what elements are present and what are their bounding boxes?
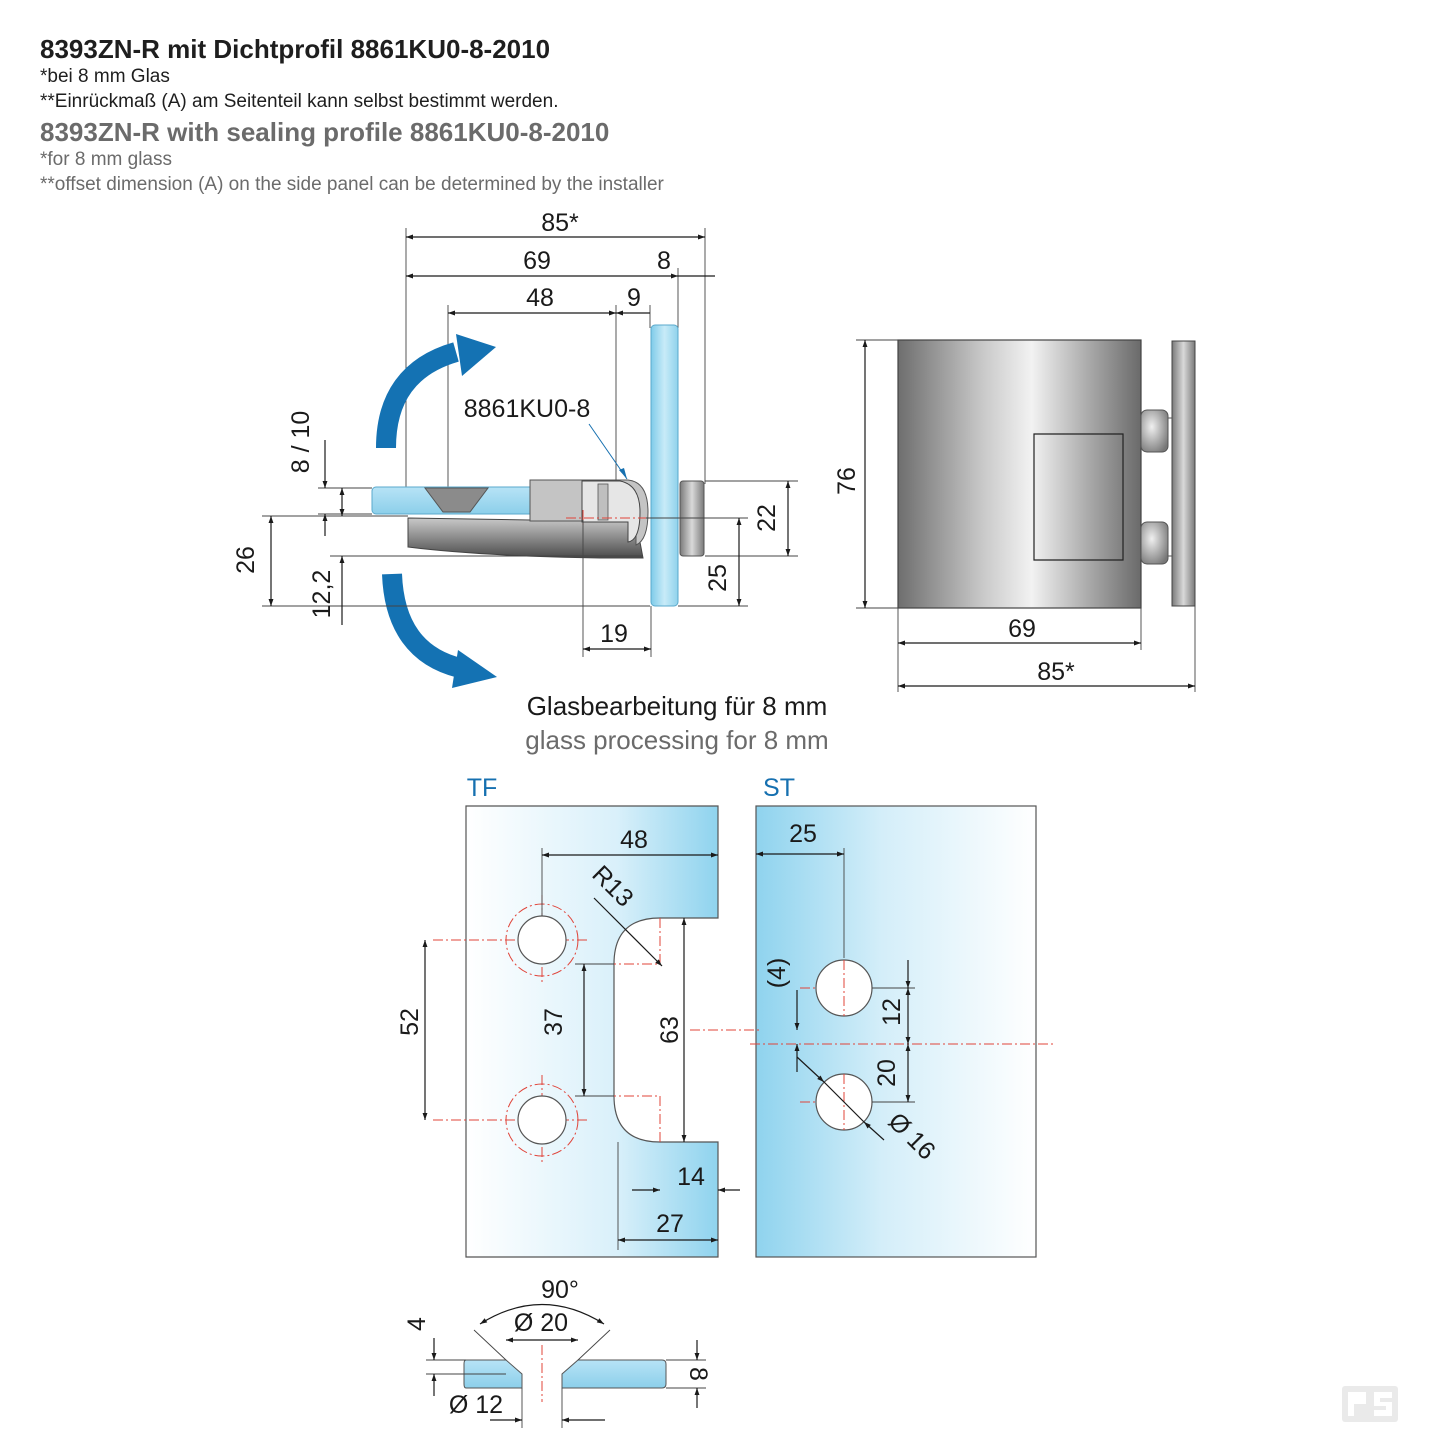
dim-4-paren: (4)	[763, 958, 791, 989]
countersink-glass-right	[561, 1359, 667, 1389]
st-panel: ST 25 (4) 12 20 Ø 16	[690, 774, 1056, 1258]
note-glass-de: *bei 8 mm Glas	[40, 66, 170, 87]
dim-14: 14	[677, 1163, 705, 1191]
side-hinge-body	[407, 517, 644, 559]
dim-25-side: 25	[704, 564, 732, 592]
dim-37: 37	[540, 1008, 568, 1036]
glass-processing-title-de: Glasbearbeitung für 8 mm	[527, 691, 828, 721]
dim-85-side: 85*	[541, 209, 579, 237]
dim-69-side: 69	[523, 247, 551, 275]
st-glass	[755, 805, 1037, 1258]
dim-48-side: 48	[526, 284, 554, 312]
tf-hole-bottom	[517, 1095, 567, 1145]
dim-st-25: 25	[789, 820, 817, 848]
side-glass-panel	[650, 324, 679, 607]
countersink-dia-20: Ø 20	[514, 1309, 568, 1337]
swing-arrow-up	[376, 342, 460, 449]
title-en: 8393ZN-R with sealing profile 8861KU0-8-…	[40, 117, 610, 147]
st-label: ST	[763, 774, 795, 802]
countersink-detail: 90° Ø 20 4 8 Ø 12	[403, 1276, 712, 1428]
countersink-dia-12: Ø 12	[449, 1391, 503, 1419]
side-view: 85* 69 8 48 9 8861KU0-8	[232, 209, 798, 688]
front-view: 76 69 85*	[833, 339, 1196, 692]
title-de: 8393ZN-R mit Dichtprofil 8861KU0-8-2010	[40, 34, 551, 64]
dim-9-side: 9	[627, 284, 641, 312]
hinge-body-front	[897, 339, 1142, 609]
dim-76: 76	[833, 467, 861, 495]
dim-8-side: 8	[657, 247, 671, 275]
dim-69-front: 69	[1008, 615, 1036, 643]
dim-22: 22	[753, 504, 781, 532]
countersink-angle: 90°	[541, 1276, 579, 1304]
dim-tf-48: 48	[620, 826, 648, 854]
glass-processing-title-en: glass processing for 8 mm	[525, 725, 828, 755]
glass-thickness-8: 8	[684, 1367, 712, 1381]
tf-hole-top	[517, 915, 567, 965]
note-offset-en: **offset dimension (A) on the side panel…	[40, 174, 664, 195]
dim-20: 20	[873, 1059, 901, 1087]
brand-logo	[1342, 1386, 1398, 1422]
sealing-profile-label: 8861KU0-8	[464, 395, 590, 423]
side-mount-plate	[679, 480, 705, 557]
dim-52: 52	[396, 1008, 424, 1036]
countersink-depth-4: 4	[403, 1317, 431, 1331]
dim-19: 19	[600, 620, 628, 648]
note-offset-de: **Einrückmaß (A) am Seitenteil kann selb…	[40, 91, 559, 112]
mount-plate-front	[1171, 340, 1196, 607]
dim-63: 63	[656, 1016, 684, 1044]
dim-26: 26	[232, 546, 260, 574]
dim-27: 27	[656, 1210, 684, 1238]
dim-12-2: 12,2	[308, 570, 336, 619]
tf-panel: TF 48 R13 52 37 63 14 27	[396, 774, 740, 1258]
dim-85-front: 85*	[1037, 658, 1075, 686]
note-glass-en: *for 8 mm glass	[40, 149, 172, 170]
swing-arrow-down	[382, 573, 463, 678]
tf-label: TF	[467, 774, 498, 802]
dim-8-10: 8 / 10	[287, 411, 315, 474]
dim-12: 12	[878, 998, 906, 1026]
